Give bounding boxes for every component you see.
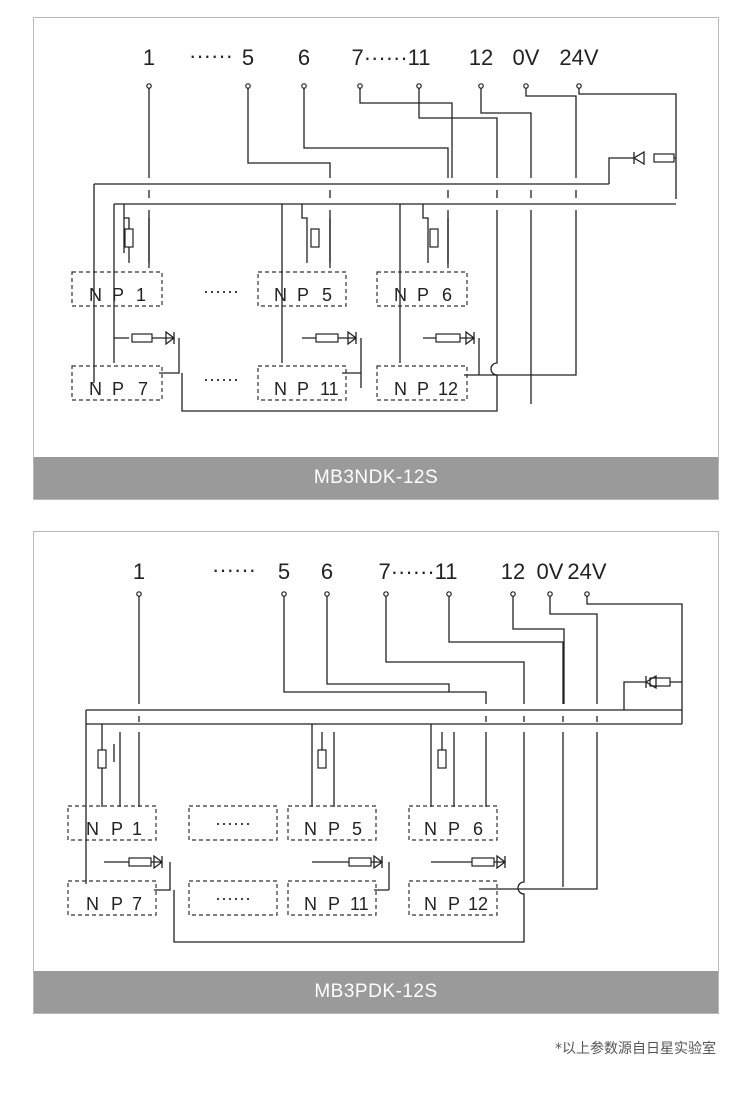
diagram-caption: MB3PDK-12S — [34, 971, 718, 1013]
terminal-label: 5 — [278, 559, 290, 584]
block-p: P — [448, 894, 460, 914]
block-n: N — [394, 379, 407, 399]
diagram-caption: MB3NDK-12S — [34, 457, 718, 499]
wiring-diagram-nd: 1 ······ 5 6 7······11 12 0V 24V — [71, 43, 677, 412]
module-block — [257, 365, 347, 401]
terminal-label: 0V — [513, 45, 540, 70]
block-p: P — [328, 894, 340, 914]
block-n: N — [274, 379, 287, 399]
footnote: *以上参数源自日星实验室 — [555, 1041, 716, 1057]
block-p: P — [417, 285, 429, 305]
diagram-panel-nd: 1 ······ 5 6 7······11 12 0V 24V — [33, 17, 719, 500]
block-channel: 7 — [132, 894, 142, 914]
block-channel: 7 — [138, 379, 148, 399]
block-n: N — [394, 285, 407, 305]
terminal-label: 12 — [469, 45, 493, 70]
terminal-label: 6 — [298, 45, 310, 70]
block-channel: 1 — [132, 819, 142, 839]
terminal-label: 1 — [133, 559, 145, 584]
terminal-label: 24V — [559, 45, 598, 70]
block-ellipsis: ······ — [203, 281, 239, 301]
module-block — [376, 271, 468, 307]
terminal-label: 7······11 — [378, 559, 457, 584]
terminal-label: 12 — [501, 559, 525, 584]
diagram-panel-pd: 1 ······ 5 6 7······11 12 0V 24V — [33, 531, 719, 1014]
block-p: P — [297, 379, 309, 399]
block-channel: 12 — [438, 379, 458, 399]
block-channel: 1 — [136, 285, 146, 305]
block-ellipsis: ······ — [215, 888, 251, 908]
block-ellipsis: ······ — [215, 813, 251, 833]
block-channel: 11 — [350, 894, 369, 914]
block-n: N — [304, 819, 317, 839]
wiring-lines — [85, 591, 683, 943]
block-p: P — [297, 285, 309, 305]
module-block — [67, 880, 157, 916]
block-channel: 12 — [468, 894, 488, 914]
block-n: N — [89, 285, 102, 305]
block-n: N — [86, 894, 99, 914]
block-channel: 6 — [473, 819, 483, 839]
terminal-label: 5 — [242, 45, 254, 70]
terminal-label: ······ — [212, 557, 256, 582]
module-block — [188, 805, 278, 841]
block-n: N — [274, 285, 287, 305]
module-block — [71, 365, 163, 401]
block-p: P — [111, 894, 123, 914]
block-channel: 5 — [322, 285, 332, 305]
terminal-label: ······ — [189, 43, 233, 68]
terminal-label: 6 — [321, 559, 333, 584]
terminal-label: 24V — [567, 559, 606, 584]
module-block — [71, 271, 163, 307]
block-n: N — [304, 894, 317, 914]
module-block — [67, 805, 157, 841]
block-p: P — [328, 819, 340, 839]
block-n: N — [424, 819, 437, 839]
terminal-label: 1 — [143, 45, 155, 70]
block-ellipsis: ······ — [203, 369, 239, 389]
module-block — [257, 271, 347, 307]
block-n: N — [86, 819, 99, 839]
module-block — [287, 805, 377, 841]
wiring-diagram-pd: 1 ······ 5 6 7······11 12 0V 24V — [67, 557, 683, 943]
block-channel: 6 — [442, 285, 452, 305]
block-p: P — [111, 819, 123, 839]
block-p: P — [417, 379, 429, 399]
module-block — [188, 880, 278, 916]
module-block — [376, 365, 468, 401]
block-p: P — [112, 285, 124, 305]
wiring-lines — [93, 83, 677, 412]
block-n: N — [89, 379, 102, 399]
block-channel: 11 — [320, 379, 339, 399]
block-p: P — [448, 819, 460, 839]
terminal-label: 0V — [537, 559, 564, 584]
module-block — [287, 880, 377, 916]
module-block — [408, 880, 498, 916]
module-block — [408, 805, 498, 841]
block-n: N — [424, 894, 437, 914]
block-p: P — [112, 379, 124, 399]
block-channel: 5 — [352, 819, 362, 839]
terminal-label: 7······11 — [351, 45, 430, 70]
